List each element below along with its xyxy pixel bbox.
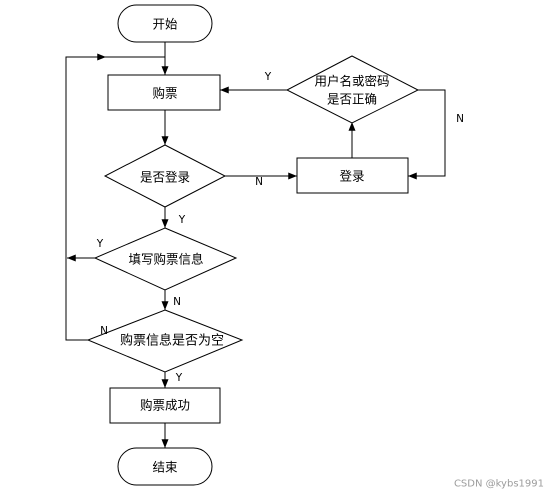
edge-label-fill-info-yes: Y	[96, 238, 104, 250]
ticket-info-empty-decision-label: 购票信息是否为空	[120, 333, 224, 349]
fill-ticket-info-decision: 填写购票信息	[93, 227, 238, 291]
watermark-text: CSDN @kybs1991	[454, 479, 544, 490]
end-terminal: 结束	[117, 447, 213, 486]
purchase-success-process: 购票成功	[109, 387, 221, 424]
edge-label-logged-in-yes: Y	[178, 214, 186, 226]
buy-ticket-process-label: 购票	[152, 86, 177, 101]
end-terminal-shape	[117, 447, 213, 486]
login-process-shape	[296, 157, 409, 194]
start-terminal-label: 开始	[152, 17, 178, 32]
edge-label-credentials-yes: Y	[264, 71, 272, 83]
edge-info-empty-no-loop	[65, 56, 165, 341]
start-terminal-shape	[117, 4, 213, 43]
edge-label-info-empty-no: N	[100, 325, 108, 337]
edge-label-info-empty-yes: Y	[175, 372, 183, 384]
end-terminal-label: 结束	[152, 460, 178, 475]
login-process: 登录	[296, 157, 409, 194]
credentials-check-label-line1: 用户名或密码	[314, 74, 389, 89]
buy-ticket-process-shape	[107, 74, 221, 111]
credentials-check-decision: 用户名或密码 是否正确	[285, 55, 420, 124]
purchase-success-process-shape	[109, 387, 221, 424]
edge-label-fill-info-no: N	[173, 296, 181, 308]
edge-label-logged-in-no: N	[255, 176, 263, 188]
credentials-check-decision-shape	[285, 55, 420, 124]
is-logged-in-decision-shape	[103, 144, 227, 208]
edge-label-credentials-no: N	[456, 113, 464, 125]
purchase-success-process-label: 购票成功	[140, 398, 190, 413]
is-logged-in-decision-label: 是否登录	[140, 170, 190, 185]
login-process-label: 登录	[339, 169, 364, 184]
fill-ticket-info-decision-shape	[93, 227, 238, 291]
credentials-check-label-line2: 是否正确	[327, 92, 377, 107]
start-terminal: 开始	[117, 4, 213, 43]
is-logged-in-decision: 是否登录	[103, 144, 227, 208]
edge-credentials-no-to-login	[408, 89, 446, 180]
buy-ticket-process: 购票	[107, 74, 221, 111]
ticket-info-empty-decision-shape	[86, 309, 244, 373]
fill-ticket-info-decision-label: 填写购票信息	[128, 252, 203, 267]
ticket-info-empty-decision: 购票信息是否为空	[86, 309, 244, 373]
